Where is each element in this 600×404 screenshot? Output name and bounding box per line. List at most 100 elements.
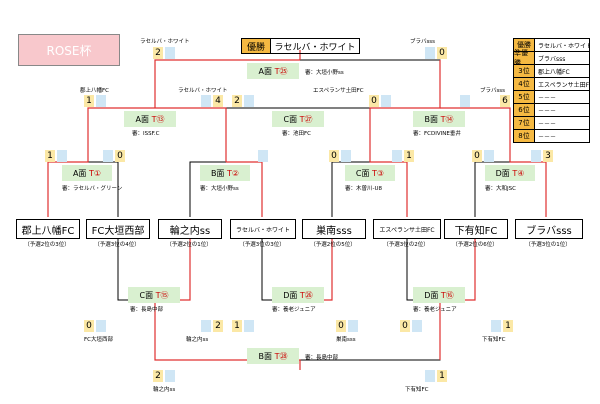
rank-row: 8位－－－ xyxy=(514,130,589,142)
rank-team: －－－ xyxy=(538,120,557,128)
court-label: B面 T② xyxy=(200,165,250,181)
team-box: 下有知FC xyxy=(444,219,508,239)
court-label: B面 T⑭ xyxy=(413,111,465,127)
match-id: T② xyxy=(226,168,240,178)
score: 1 xyxy=(404,150,414,162)
match-id: T⑯ xyxy=(440,290,454,300)
rank-team: －－－ xyxy=(538,94,557,102)
court: B面 xyxy=(258,351,273,361)
court: A面 xyxy=(258,66,273,76)
court: D面 xyxy=(495,168,510,178)
score: 1 xyxy=(84,95,94,107)
score-blank xyxy=(258,150,268,162)
winner-name: 巣南sss xyxy=(336,337,356,343)
score: 1 xyxy=(45,150,55,162)
rank-team: ブラバsss xyxy=(538,55,566,63)
score-blank xyxy=(244,320,254,332)
match-id: T⑭ xyxy=(440,114,454,124)
score-blank xyxy=(96,95,106,107)
referee: 審：ラセルバ・グリーン xyxy=(62,186,123,192)
team-seed-note: （予選3位の4位） xyxy=(94,242,140,248)
court-label: C面 T⑮ xyxy=(128,287,180,303)
rank-label: 優勝 xyxy=(514,39,535,51)
referee: 審：木曽川-U8 xyxy=(345,186,383,192)
score-blank xyxy=(484,150,494,162)
rank-row: 優勝ラセルバ・ホワイト xyxy=(514,39,589,52)
loser-name: FC大垣西部 xyxy=(84,337,114,343)
match-id: T㉖ xyxy=(299,290,313,300)
score-blank xyxy=(103,150,113,162)
final-label: 優勝 xyxy=(242,39,271,53)
court-label: D面 T④ xyxy=(485,165,535,181)
match-id: T① xyxy=(88,168,102,178)
score-blank xyxy=(244,95,254,107)
rank-team: －－－ xyxy=(538,133,557,141)
score: 0 xyxy=(336,320,346,332)
court: B面 xyxy=(424,114,439,124)
score-blank xyxy=(460,95,470,107)
score-blank xyxy=(201,320,211,332)
final-winner: 優勝 ラセルバ・ホワイト xyxy=(241,38,360,54)
winner-name: 下有知FC xyxy=(482,337,506,343)
team-box: FC大垣西部 xyxy=(86,219,150,239)
team-seed-note: （予選3位の1位） xyxy=(525,242,571,248)
court: A面 xyxy=(72,168,87,178)
score: 0 xyxy=(369,95,379,107)
referee: 審：ISSF.C xyxy=(132,131,160,137)
court: C面 xyxy=(355,168,370,178)
rank-row: 4位エスペランサ土田FC xyxy=(514,78,589,91)
rank-row: 5位－－－ xyxy=(514,91,589,104)
match-id: T③ xyxy=(372,168,385,178)
court: A面 xyxy=(135,114,150,124)
winner-name: ブラバsss xyxy=(480,88,506,94)
rank-row: 準優勝ブラバsss xyxy=(514,49,589,67)
score: 6 xyxy=(500,95,510,107)
rank-label: 6位 xyxy=(514,104,535,116)
rank-label: 4位 xyxy=(514,78,535,90)
score-blank xyxy=(491,320,501,332)
score: 1 xyxy=(503,320,513,332)
score-blank xyxy=(341,150,351,162)
score-blank xyxy=(425,47,435,59)
score: 0 xyxy=(472,150,482,162)
court-label: C面 T㉗ xyxy=(272,111,324,127)
team-seed-note: （予選3位の3位） xyxy=(239,242,285,248)
score-blank xyxy=(201,95,211,107)
referee: 審：長島中部 xyxy=(130,307,164,313)
rank-team: ラセルバ・ホワイト xyxy=(538,42,589,50)
ranking-table: 優勝ラセルバ・ホワイト 準優勝ブラバsss 3位郡上八幡FC 4位エスペランサ土… xyxy=(513,38,590,143)
score-blank xyxy=(165,370,175,382)
finalist-right-name: ブラバsss xyxy=(410,39,436,45)
rank-row: 7位－－－ xyxy=(514,117,589,130)
court-label: A面 T⑬ xyxy=(124,111,176,127)
referee: 審：大垣小野ss xyxy=(200,186,239,192)
referee: 審：池田FC xyxy=(282,131,312,137)
rank-label: 7位 xyxy=(514,117,535,129)
team-box: 輪之内ss xyxy=(158,219,222,239)
team-box: ラセルバ・ホワイト xyxy=(230,219,296,239)
rank-team: 郡上八幡FC xyxy=(538,68,570,76)
referee: 審：養老ジュニア xyxy=(272,307,316,313)
third-place-name: 輪之内ss xyxy=(153,387,176,393)
team-seed-note: （予選2位の6位） xyxy=(452,242,498,248)
team-seed-note: （予選2位の1位） xyxy=(166,242,212,248)
rank-team: エスペランサ土田FC xyxy=(538,81,589,89)
match-id: T㉕ xyxy=(274,66,288,76)
score-blank xyxy=(392,150,402,162)
tournament-title: ROSE杯 xyxy=(18,34,120,66)
score-blank xyxy=(412,320,422,332)
court: C面 xyxy=(283,114,298,124)
score-blank xyxy=(96,320,106,332)
court-label: B面 T㉘ xyxy=(247,348,299,364)
match-id: T④ xyxy=(512,168,525,178)
referee: 審：長島中部 xyxy=(305,355,339,361)
match-id: T㉗ xyxy=(299,114,313,124)
score: 2 xyxy=(213,320,223,332)
team-seed-note: （予選3位の2位） xyxy=(383,242,429,248)
score: 2 xyxy=(153,370,163,382)
team-box: 巣南sss xyxy=(302,219,366,239)
finalist-left-name: ラセルバ・ホワイト xyxy=(140,39,190,45)
score: 0 xyxy=(329,150,339,162)
court-label: D面 T⑯ xyxy=(413,287,465,303)
team-box: エスペランサ土田FC xyxy=(373,219,441,239)
